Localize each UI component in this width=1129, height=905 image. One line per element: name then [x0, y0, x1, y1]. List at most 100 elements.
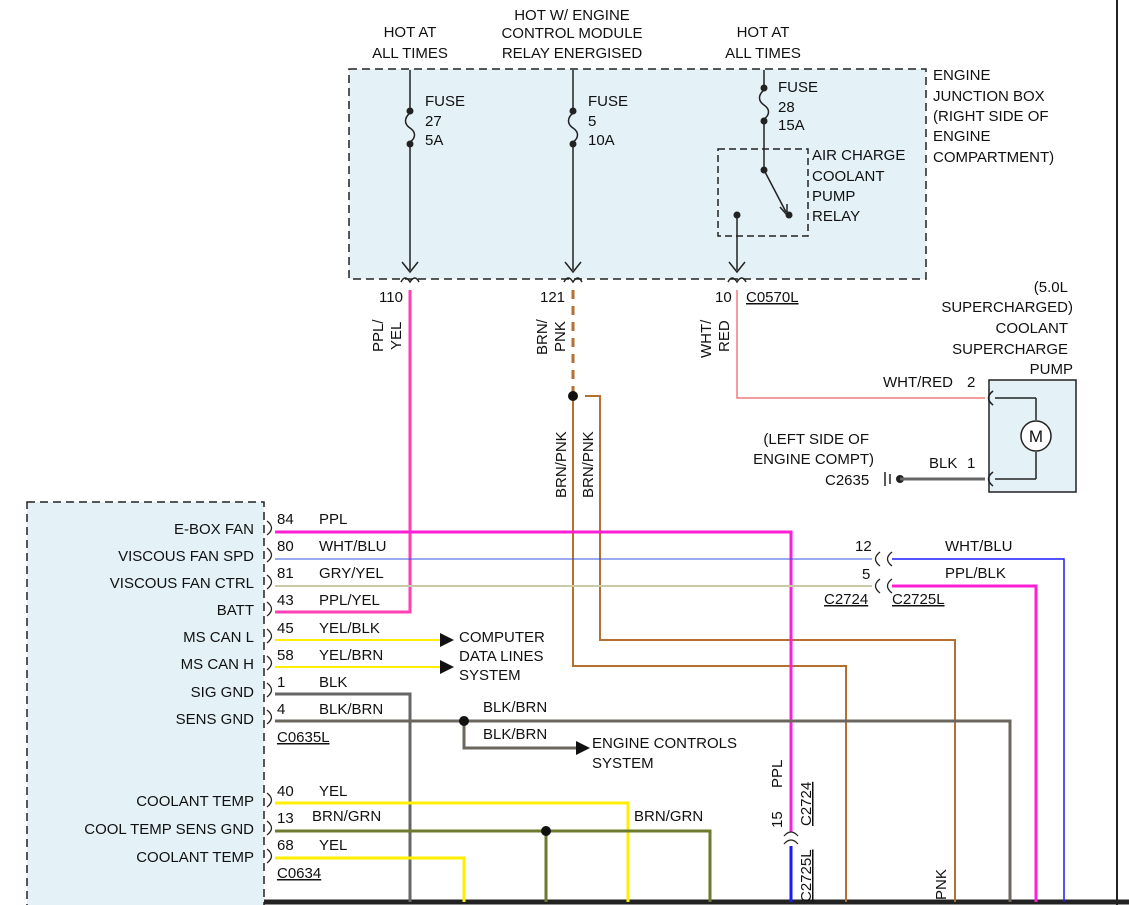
arrow-can-h: [440, 660, 454, 674]
fuse-5-circuit: [563, 70, 583, 284]
connector-c2724-vertical: C2724: [798, 782, 815, 826]
wire-brn-pnk-b: [585, 395, 956, 902]
computer-data-lines-2: DATA LINES: [459, 648, 543, 665]
wire-label-wht-blu: WHT/BLU: [319, 538, 387, 555]
ground-connector-c2635: C2635: [825, 472, 869, 489]
module-pin-80: 80: [277, 538, 294, 555]
splice-brn-grn: [541, 826, 551, 836]
pump-title-4: SUPERCHARGE: [952, 341, 1068, 358]
wire-label-blk-brn-b: BLK/BRN: [483, 726, 547, 743]
relay-output-terminal: [733, 211, 741, 219]
wire-pnk-label: PNK: [933, 869, 950, 900]
computer-data-lines-1: COMPUTER: [459, 629, 545, 646]
module-pin-40: 40: [277, 783, 294, 800]
fuse-27-label: FUSE: [425, 93, 465, 110]
arrow-can-l: [440, 633, 454, 647]
arrow-engine-controls: [576, 741, 590, 755]
wire-label-ppl-yel: PPL/YEL: [319, 592, 380, 609]
wire-10-label-b: RED: [716, 320, 733, 352]
wire-label-yel-68: YEL: [319, 837, 347, 854]
module-label-coolant-temp-1: COOLANT TEMP: [136, 793, 254, 810]
fuse-27-terminal-top: [406, 107, 414, 115]
fuse-28-terminal-top: [760, 84, 768, 92]
wire-label-blk: BLK: [319, 674, 347, 691]
wire-ppl-label: PPL: [769, 760, 786, 788]
supply-hot-label-1a: HOT AT: [384, 24, 437, 41]
pin-121: 121: [540, 289, 565, 306]
fuse-27-number: 27: [425, 113, 442, 130]
engine-junction-box: [348, 68, 927, 280]
air-charge-relay-box: [717, 148, 809, 237]
fuse-5-rating: 10A: [588, 132, 615, 149]
splice-blk-brn: [459, 716, 469, 726]
wire-label-blk-brn-a: BLK/BRN: [483, 699, 547, 716]
relay-pivot-terminal: [760, 166, 768, 174]
wire-ppl-yel: [275, 290, 412, 614]
wire-blk-brn-branch: [462, 721, 578, 750]
c2724-c2725l-connector: [874, 390, 994, 594]
wire-label-ppl-blk: PPL/BLK: [945, 565, 1006, 582]
module-label-viscous-fan-ctrl: VISCOUS FAN CTRL: [110, 575, 254, 592]
connector-c0570l: C0570L: [746, 289, 799, 306]
wire-110-label-a: PPL/: [370, 319, 387, 352]
wire-121-label-a: BRN/: [534, 318, 551, 355]
fuse-27-circuit: [400, 70, 420, 284]
relay-label-1: AIR CHARGE: [812, 147, 905, 164]
pump-wire-bottom-label: BLK: [929, 455, 957, 472]
junction-box-label-4: ENGINE: [933, 128, 991, 145]
module-label-ms-can-h: MS CAN H: [181, 656, 254, 673]
wire-brnpnk-label-a: BRN/PNK: [553, 431, 570, 498]
module-label-ms-can-l: MS CAN L: [183, 629, 254, 646]
pump-pin-2: 2: [967, 374, 975, 391]
c2724-vertical-connector: [783, 831, 799, 845]
supply-hot-label-3b: ALL TIMES: [725, 45, 801, 62]
wire-label-blk-brn: BLK/BRN: [319, 701, 383, 718]
connector-c0635l: C0635L: [277, 729, 330, 746]
engine-controls-1: ENGINE CONTROLS: [592, 735, 737, 752]
wire-blk-sig-gnd: [275, 692, 412, 902]
wire-yel-68: [275, 856, 466, 902]
junction-box-label-5: COMPARTMENT): [933, 149, 1054, 166]
fuse-28-label: FUSE: [778, 79, 818, 96]
fuse-28-number: 28: [778, 99, 795, 116]
fuse-5-number: 5: [588, 113, 596, 130]
junction-box-label-1: ENGINE: [933, 67, 991, 84]
pin-110: 110: [379, 289, 403, 306]
fuse-5-label: FUSE: [588, 93, 628, 110]
wire-121-label-b: PNK: [552, 321, 569, 352]
wire-label-yel-brn: YEL/BRN: [319, 647, 383, 664]
junction-box-label-3: (RIGHT SIDE OF: [933, 108, 1049, 125]
wire-brnpnk-label-b: BRN/PNK: [580, 431, 597, 498]
module-connector-pins: [266, 520, 273, 864]
connector-c2724: C2724: [824, 591, 868, 608]
wire-label-gry-yel: GRY/YEL: [319, 565, 384, 582]
fuse-5-terminal-top: [569, 107, 577, 115]
wire-label-wht-blu-right: WHT/BLU: [945, 538, 1013, 555]
module-pin-1: 1: [277, 674, 285, 691]
wire-label-brn-grn-13: BRN/GRN: [312, 808, 381, 825]
module-label-coolant-temp-2: COOLANT TEMP: [136, 849, 254, 866]
ground-symbol: [884, 472, 891, 486]
module-pin-81: 81: [277, 565, 294, 582]
connector-pin-12: 12: [855, 538, 872, 555]
supply-hot-label-2c: RELAY ENERGISED: [502, 45, 642, 62]
pump-pin-1: 1: [967, 455, 975, 472]
fuse-28-terminal-bottom: [760, 117, 768, 125]
motor-letter: M: [1029, 427, 1043, 446]
connector-pin-5: 5: [862, 566, 870, 583]
connector-c2725l-vertical: C2725L: [798, 849, 815, 902]
module-label-sens-gnd: SENS GND: [176, 711, 255, 728]
module-pin-4: 4: [277, 701, 285, 718]
wire-label-brn-grn-right: BRN/GRN: [634, 808, 703, 825]
pump-title-2: SUPERCHARGED): [941, 299, 1073, 316]
pump-title-1: (5.0L: [1034, 279, 1068, 296]
module-label-cool-temp-sens-gnd: COOL TEMP SENS GND: [84, 821, 254, 838]
control-module-box: [26, 501, 265, 905]
fuse-27-terminal-bottom: [406, 140, 414, 148]
supply-hot-label-2b: CONTROL MODULE: [501, 25, 642, 42]
wire-110-label-b: YEL: [388, 322, 405, 350]
connector-c2725l: C2725L: [892, 591, 945, 608]
computer-data-lines-3: SYSTEM: [459, 667, 521, 684]
fuse-5-terminal-bottom: [569, 140, 577, 148]
